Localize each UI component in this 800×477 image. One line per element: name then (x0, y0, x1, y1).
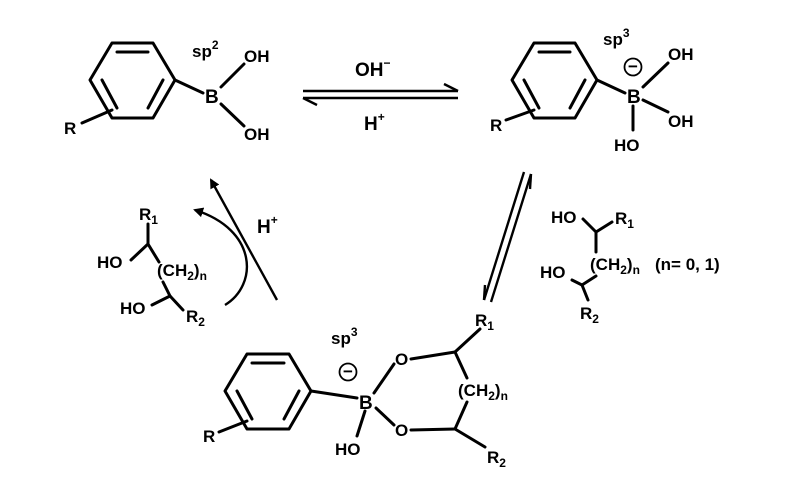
proton-reagent: H+ (364, 110, 385, 135)
ester-r1: R1 (475, 311, 494, 333)
boron-oh-right-bond (641, 98, 670, 114)
to-ester-arrow (482, 171, 526, 301)
top-equilibrium-arrows: OH− H+ (302, 56, 459, 135)
benzene-ring (223, 352, 313, 431)
forward-arrow-barb (443, 82, 459, 93)
chain-length-condition: (n= 0, 1) (655, 255, 720, 274)
hydroxide-reagent: OH− (355, 56, 391, 81)
phenylboronic-acid-trigonal: sp2 B OH OH R (64, 38, 270, 144)
left-diol-bond-6 (168, 294, 185, 312)
diol-hydroxyl-bottom: HO (540, 263, 566, 282)
ester-methylene-chain: (CH2)n (458, 381, 508, 403)
diol-r1: R1 (615, 209, 634, 231)
diol-hydroxyl-top: HO (551, 208, 577, 227)
hydroxyl-top: OH (244, 47, 270, 66)
r-substituent: R (203, 427, 215, 446)
c-top-to-r1-bond (453, 327, 482, 354)
diol-bond-1 (581, 217, 598, 234)
ring-to-r-bond (217, 419, 249, 434)
ring-to-boron-bond (595, 78, 627, 95)
boron-atom: B (627, 87, 641, 108)
diol-bond-4 (580, 274, 598, 287)
curved-release-arrow (193, 207, 248, 307)
boron-oh-bottom-bond (219, 102, 246, 128)
hydroxyl-bottom: OH (244, 125, 270, 144)
released-diol: R1 HO (CH2)n HO R2 (97, 205, 207, 329)
release-arrows: H+ (193, 178, 279, 307)
diol-bond-2 (594, 220, 614, 234)
ring-oxygen-top: O (395, 350, 408, 369)
boron-o-top-bond (372, 362, 396, 395)
r-substituent: R (490, 116, 502, 135)
ring-to-boron-bond (173, 78, 205, 95)
diol-methylene-chain: (CH2)n (590, 255, 640, 277)
from-ester-arrow (489, 173, 533, 303)
benzene-ring (510, 41, 599, 120)
left-diol-hydroxyl-top: HO (97, 253, 123, 272)
left-diol-bond-2 (129, 242, 150, 262)
negative-charge-circle (338, 362, 358, 382)
boron-to-oh-bond (355, 409, 367, 438)
diagonal-equilibrium-arrows (482, 171, 533, 303)
hybridization-label: sp3 (331, 325, 358, 348)
ring-to-r-bond (80, 108, 114, 125)
boron-oh-top-bond (219, 62, 246, 89)
boron-hydroxyl: HO (335, 440, 361, 459)
hydroxyl-top: OH (668, 45, 694, 64)
ring-to-boron-bond (309, 389, 359, 400)
hybridization-label: sp2 (192, 38, 219, 61)
c-bottom-to-r2-bond (453, 427, 487, 449)
to-ester-arrow-barb (482, 284, 487, 301)
from-ester-arrow-barb (528, 173, 533, 190)
left-diol-bond-4 (161, 280, 172, 298)
diol-reagent: HO R1 (CH2)n HO R2 (n= 0, 1) (540, 208, 720, 326)
cyclic-boronate-ester: sp3 − B O O HO R1 (CH2)n R2 R (203, 311, 508, 470)
boron-atom: B (205, 87, 219, 108)
negative-charge-circle (623, 57, 643, 77)
o-top-to-c-bond (409, 350, 457, 361)
proton-release-label: H+ (257, 213, 278, 238)
left-diol-hydroxyl-bottom: HO (120, 299, 146, 318)
negative-charge: − (343, 362, 353, 381)
diol-bond-6 (580, 283, 590, 302)
negative-charge: − (628, 57, 638, 76)
benzene-ring (88, 41, 177, 120)
left-diol-bond-3 (146, 242, 161, 264)
chain-to-c-bottom-bond (453, 400, 469, 431)
hydroxyl-bottom: HO (614, 136, 640, 155)
left-diol-r2: R2 (186, 307, 205, 329)
ester-r2: R2 (487, 448, 506, 470)
hydroxyl-right: OH (668, 112, 694, 131)
hybridization-label: sp3 (603, 26, 630, 49)
ring-to-r-bond (504, 108, 536, 122)
left-diol-methylene-chain: (CH2)n (157, 261, 207, 283)
c-top-to-chain-bond (453, 350, 469, 380)
left-diol-bond-5 (150, 294, 172, 307)
diol-r2: R2 (580, 304, 599, 326)
straight-up-arrow (209, 178, 279, 301)
c-bottom-to-o-bond (409, 427, 457, 432)
phenylboronate-anion-tetrahedral: sp3 − B OH OH HO R (490, 26, 694, 155)
o-bottom-to-boron-bond (374, 406, 396, 427)
reverse-arrow-barb (302, 96, 318, 107)
boron-oh-top-bond (641, 61, 670, 89)
boron-atom: B (359, 393, 373, 414)
ring-oxygen-bottom: O (395, 421, 408, 440)
diol-bond-5 (570, 278, 584, 287)
left-diol-r1: R1 (139, 205, 158, 227)
r-substituent: R (64, 119, 76, 138)
